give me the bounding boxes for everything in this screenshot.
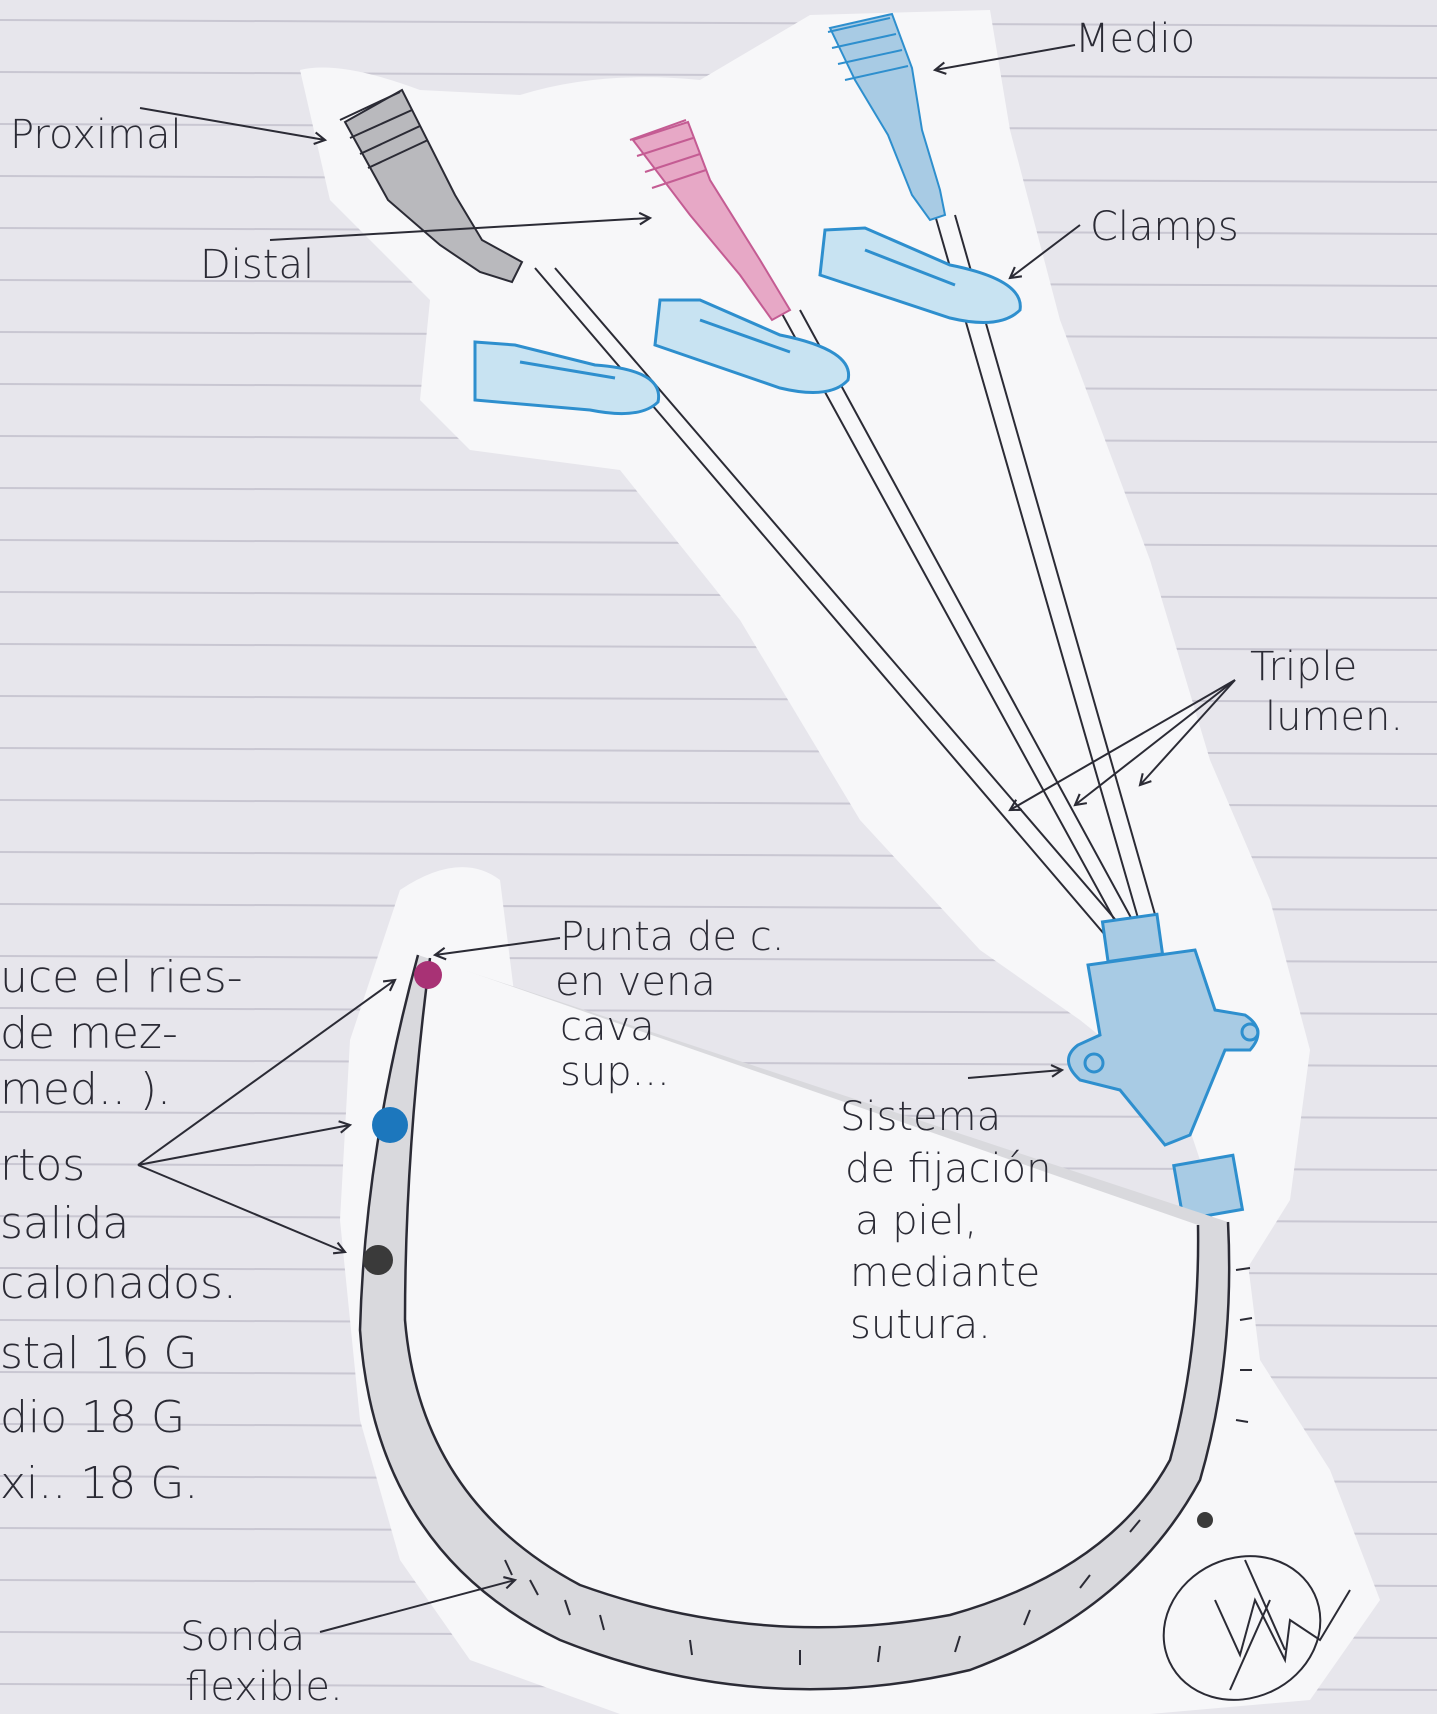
side-note: calonados.	[0, 1258, 237, 1309]
label-sistema-line5: sutura.	[850, 1302, 991, 1348]
side-note: rtos	[0, 1140, 85, 1191]
side-note: med.. ).	[0, 1064, 171, 1115]
label-punta-line2: en vena	[555, 959, 716, 1005]
side-note: xi.. 18 G.	[0, 1458, 198, 1509]
arrow-port-3	[138, 1165, 345, 1252]
label-clamps: Clamps	[1090, 204, 1239, 250]
label-sistema-line2: de fijación	[845, 1146, 1051, 1192]
port-icon-distal	[414, 961, 442, 989]
label-medio: Medio	[1075, 16, 1195, 62]
label-punta-line3: cava	[560, 1004, 655, 1050]
ruled-line	[0, 20, 1437, 26]
side-note: stal 16 G	[0, 1328, 197, 1379]
label-distal: Distal	[200, 242, 314, 288]
arrow-sistema	[968, 1070, 1062, 1078]
label-sistema-line1: Sistema	[840, 1094, 1001, 1140]
ruled-line	[0, 644, 1437, 650]
ruled-line	[0, 748, 1437, 754]
side-note: dio 18 G	[0, 1392, 185, 1443]
port-icon-proximal	[363, 1245, 393, 1275]
label-proximal: Proximal	[10, 112, 182, 158]
label-punta-line4: sup...	[560, 1049, 670, 1095]
label-sonda-line2: flexible.	[185, 1664, 343, 1710]
label-sistema-line4: mediante	[850, 1250, 1040, 1296]
label-sonda-line1: Sonda	[180, 1614, 305, 1660]
side-note: uce el ries-	[0, 952, 243, 1003]
label-lumen: lumen.	[1265, 694, 1403, 740]
label-sistema-line3: a piel,	[855, 1198, 977, 1244]
ruled-line	[0, 696, 1437, 702]
label-triple: Triple	[1250, 644, 1357, 690]
port-icon-medio	[372, 1107, 408, 1143]
side-note: salida	[0, 1198, 129, 1249]
side-note: de mez-	[0, 1008, 178, 1059]
arrow-port-2	[138, 1125, 350, 1165]
label-punta-line1: Punta de c.	[560, 914, 784, 960]
